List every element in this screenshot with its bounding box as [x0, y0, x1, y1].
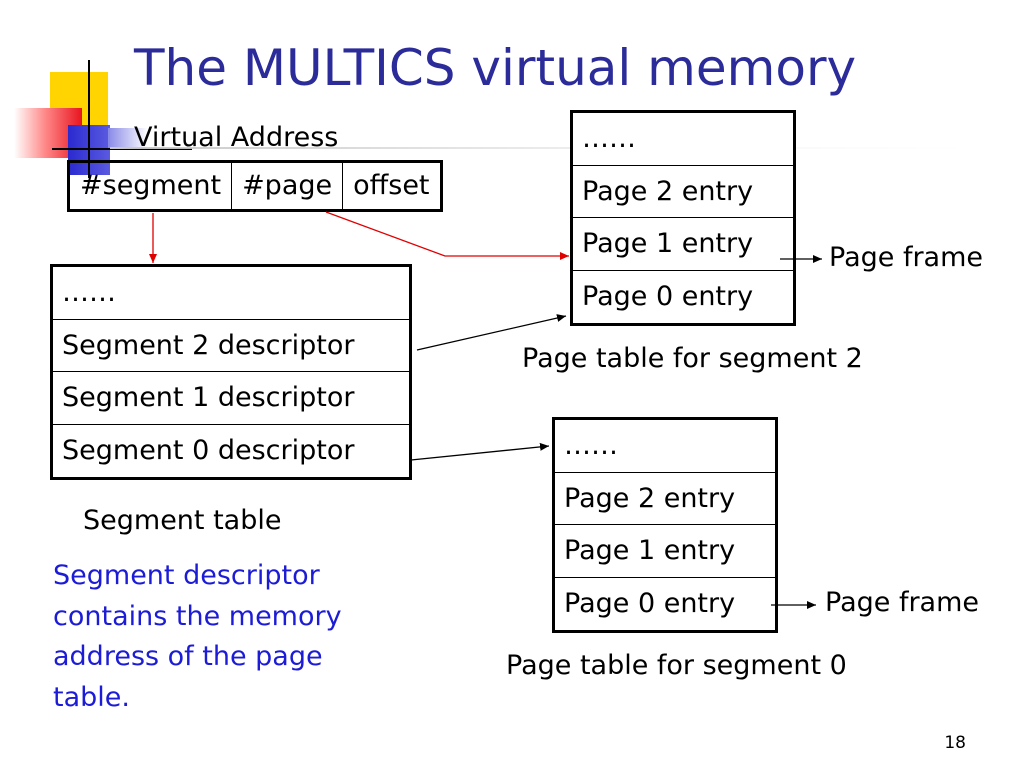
logo-horizontal-line: [52, 148, 192, 150]
pt0-page-1-entry: Page 1 entry: [555, 525, 775, 578]
segment-table-caption: Segment table: [83, 505, 282, 536]
segment-2-descriptor: Segment 2 descriptor: [53, 320, 409, 372]
note-line-3: address of the page: [53, 641, 323, 672]
pt0-row-ellipsis: ……: [555, 420, 775, 473]
page-frame-label-seg2: Page frame: [829, 242, 984, 273]
note-line-2: contains the memory: [53, 600, 342, 632]
pt2-page-0-entry: Page 0 entry: [582, 281, 754, 313]
segment-0-pointer-arrow: [410, 442, 550, 461]
segment-1-descriptor: Segment 1 descriptor: [53, 372, 409, 425]
logo-blue-fade: [108, 128, 148, 148]
va-field-offset: offset: [353, 170, 430, 201]
va-field-page: #page: [232, 163, 344, 209]
title-rule: [110, 147, 970, 149]
virtual-address-label: Virtual Address: [134, 122, 339, 153]
note-line-1: Segment descriptor: [53, 560, 320, 591]
segment-2-pointer-arrow: [416, 314, 567, 351]
pt0-page-0-entry: Page 0 entry: [564, 588, 736, 620]
page-table-segment-2: …… Page 2 entry Page 1 entry Page 0 entr…: [570, 110, 796, 326]
slide-title: The MULTICS virtual memory: [134, 39, 857, 97]
segment-0-descriptor: Segment 0 descriptor: [62, 435, 355, 467]
page-table-segment-2-caption: Page table for segment 2: [522, 343, 863, 374]
note-line-4: table.: [53, 681, 130, 713]
page-index-arrow: [325, 211, 569, 260]
page-table-segment-0-caption: Page table for segment 0: [506, 650, 847, 681]
logo-vertical-line: [88, 60, 90, 178]
segment-descriptor-note: Segment descriptor contains the memory a…: [53, 556, 342, 718]
pt2-page-2-entry: Page 2 entry: [573, 166, 793, 218]
segment-table: …… Segment 2 descriptor Segment 1 descri…: [50, 264, 412, 480]
page-frame-label-seg0: Page frame: [825, 587, 980, 618]
virtual-address-box: #segment #page offset: [67, 160, 443, 212]
pt2-row-ellipsis: ……: [573, 113, 793, 166]
page-table-segment-0: …… Page 2 entry Page 1 entry Page 0 entr…: [552, 417, 778, 633]
segment-table-row-ellipsis: ……: [53, 267, 409, 320]
page-number: 18: [944, 733, 966, 753]
va-field-segment: #segment: [70, 163, 233, 209]
pt0-page-2-entry: Page 2 entry: [555, 473, 775, 525]
pt2-page-1-entry: Page 1 entry: [573, 218, 793, 271]
